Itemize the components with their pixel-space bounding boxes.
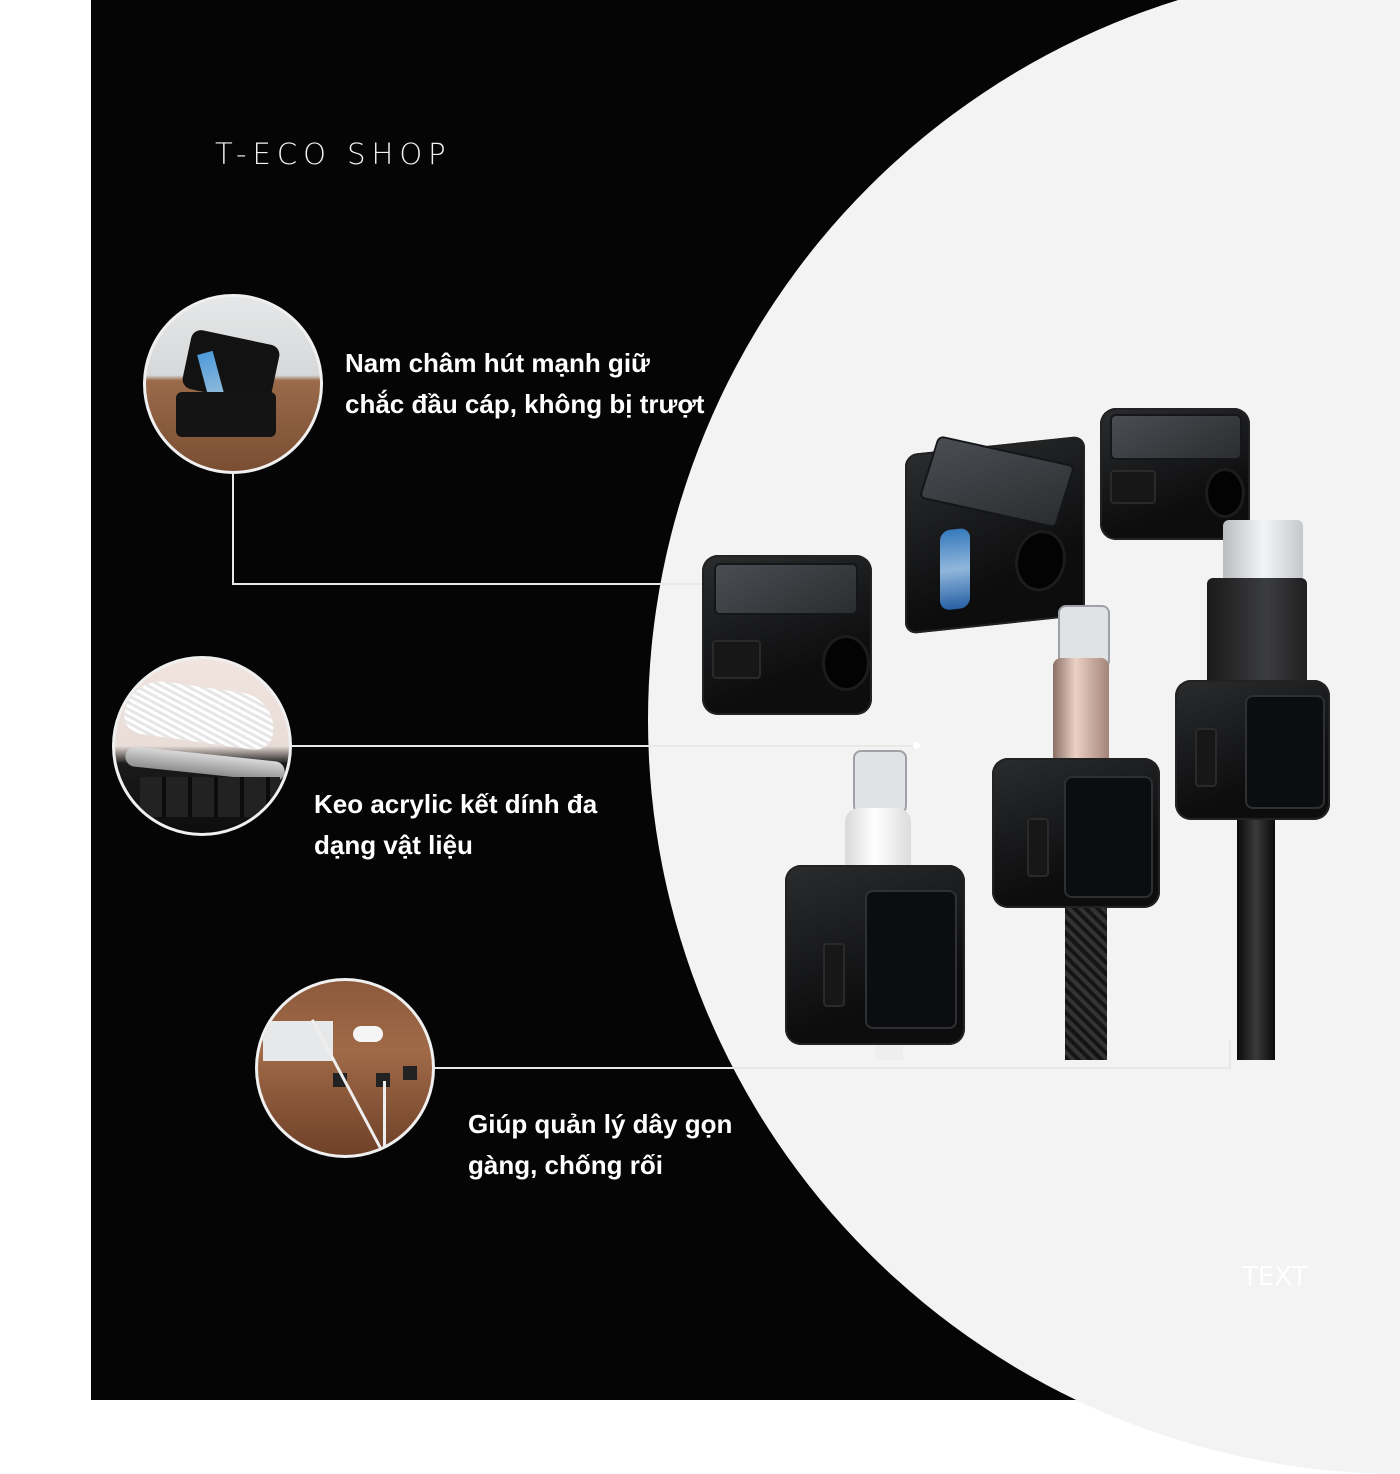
feature-text-organize: Giúp quản lý dây gọn gàng, chống rối bbox=[468, 1104, 732, 1186]
feature-text-line: Keo acrylic kết dính đa bbox=[314, 789, 598, 819]
brand-logo: T-ECO SHOP bbox=[215, 137, 452, 171]
hdmi-plug-metal bbox=[1223, 520, 1303, 585]
connector-line-3-vertical bbox=[1229, 1040, 1231, 1069]
clip-cube-usbc-white bbox=[785, 865, 965, 1045]
clip-cube-closed-2 bbox=[1100, 408, 1250, 540]
feature-thumbnail-desk bbox=[255, 978, 435, 1158]
connector-line-1-horizontal bbox=[232, 583, 702, 585]
hdmi-cable bbox=[1237, 820, 1275, 1060]
connector-line-3-horizontal bbox=[435, 1067, 1231, 1069]
feature-text-line: chắc đầu cáp, không bị trượt bbox=[345, 389, 705, 419]
feature-text-magnet: Nam châm hút mạnh giữ chắc đầu cáp, khôn… bbox=[345, 343, 704, 425]
feature-text-line: Giúp quản lý dây gọn bbox=[468, 1109, 733, 1139]
usb-c-plug-white bbox=[853, 750, 907, 814]
feature-text-adhesive: Keo acrylic kết dính đa dạng vật liệu bbox=[314, 784, 597, 866]
connector-line-2 bbox=[292, 745, 915, 747]
feature-text-line: gàng, chống rối bbox=[468, 1150, 663, 1180]
product-image bbox=[690, 400, 1350, 1080]
hdmi-plug-body bbox=[1207, 578, 1307, 698]
clip-cube-hdmi bbox=[1175, 680, 1330, 820]
clip-cube-usbc-braided bbox=[992, 758, 1160, 908]
clip-cube-closed-1 bbox=[702, 555, 872, 715]
usb-c-housing-rose-gold bbox=[1053, 658, 1109, 773]
feature-thumbnail-magnet bbox=[143, 294, 323, 474]
placeholder-watermark: TEXT bbox=[1242, 1262, 1308, 1292]
feature-text-line: Nam châm hút mạnh giữ bbox=[345, 348, 650, 378]
connector-line-1-vertical bbox=[232, 474, 234, 584]
clip-cube-open bbox=[905, 435, 1085, 635]
feature-text-line: dạng vật liệu bbox=[314, 830, 473, 860]
braided-cable bbox=[1065, 900, 1107, 1060]
feature-thumbnail-adhesive bbox=[112, 656, 292, 836]
connector-dot-2 bbox=[913, 742, 920, 749]
